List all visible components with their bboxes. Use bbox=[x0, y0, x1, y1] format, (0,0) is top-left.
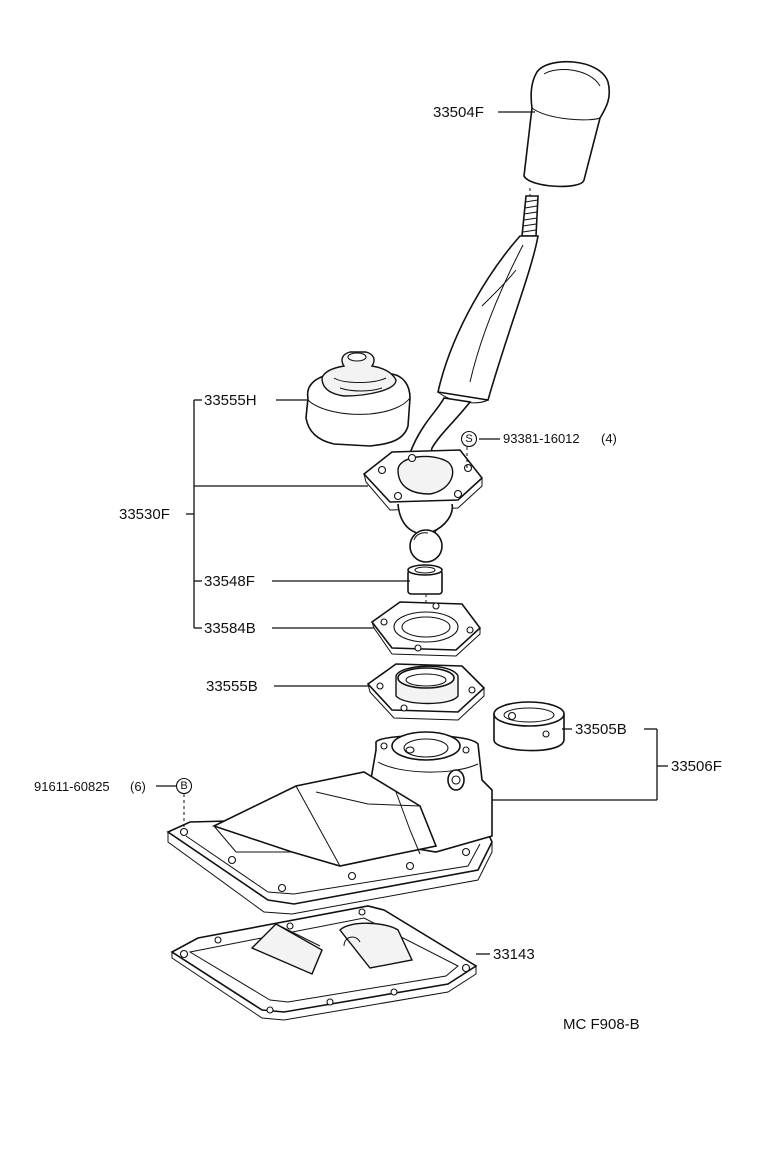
screw-symbol: S bbox=[460, 430, 478, 448]
seat-part bbox=[493, 701, 565, 752]
label-gasket-upper: 33584B bbox=[204, 620, 256, 637]
label-cover-gasket: 33143 bbox=[493, 946, 535, 963]
label-retainer: 33555B bbox=[206, 678, 258, 695]
retainer-part bbox=[366, 663, 486, 721]
label-screw-qty: (4) bbox=[601, 431, 617, 446]
screw-symbol-letter: S bbox=[465, 433, 472, 445]
label-bushing: 33548F bbox=[204, 573, 255, 590]
lower-cover-part bbox=[170, 905, 478, 1021]
label-housing: 33506F bbox=[671, 758, 722, 775]
shift-housing-part bbox=[166, 731, 493, 915]
shift-knob-part bbox=[523, 60, 611, 188]
bolt-symbol-letter: B bbox=[180, 780, 187, 792]
label-bolt: 91611-60825 bbox=[34, 779, 110, 794]
shift-lever-part bbox=[405, 195, 539, 471]
shift-boot-part bbox=[305, 351, 411, 447]
label-shift-knob: 33504F bbox=[433, 104, 484, 121]
bushing-part bbox=[407, 564, 443, 595]
label-lever-assy: 33530F bbox=[119, 506, 170, 523]
leader-lines bbox=[156, 111, 668, 955]
bolt-symbol: B bbox=[175, 777, 193, 795]
label-screw: 93381-16012 bbox=[503, 431, 580, 446]
label-boot: 33555H bbox=[204, 392, 257, 409]
upper-gasket-part bbox=[370, 601, 482, 657]
figure-code: MC F908-B bbox=[563, 1016, 640, 1033]
label-seat: 33505B bbox=[575, 721, 627, 738]
label-bolt-qty: (6) bbox=[130, 779, 146, 794]
lever-base-plate-part bbox=[362, 449, 484, 563]
